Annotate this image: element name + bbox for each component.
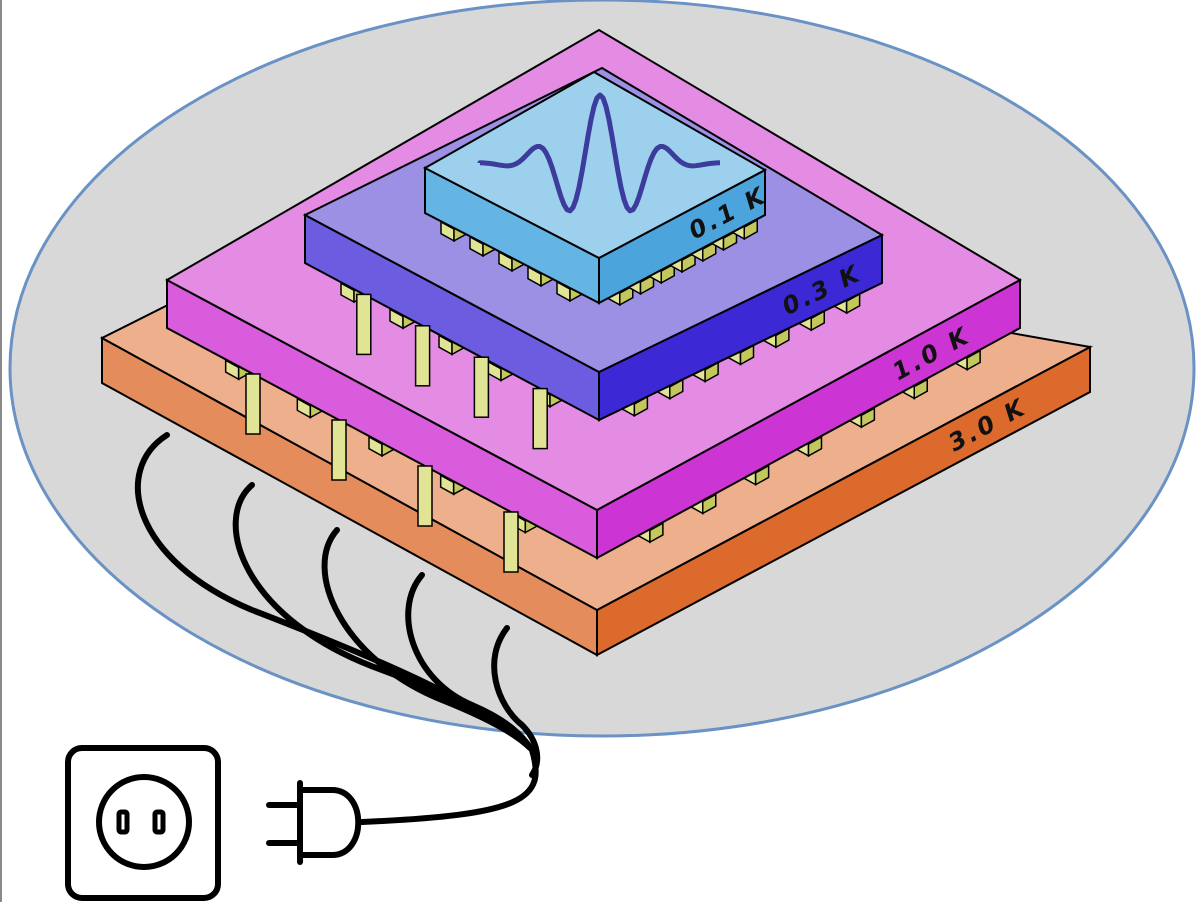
cable-5 (491, 625, 541, 778)
cable-2 (232, 482, 530, 748)
wiring-strips (356, 293, 548, 450)
power-plug-icon (266, 780, 362, 865)
cable-4 (405, 572, 535, 753)
layer-stage-01k: 0.1 K (422, 70, 772, 307)
waveform-icon (477, 92, 721, 214)
wiring-strips (245, 373, 519, 573)
cable-3 (321, 527, 533, 751)
cable-to-plug (359, 747, 539, 825)
power-outlet-icon (65, 745, 221, 901)
layer-top-face (422, 70, 768, 260)
cable-bundle (134, 432, 541, 825)
